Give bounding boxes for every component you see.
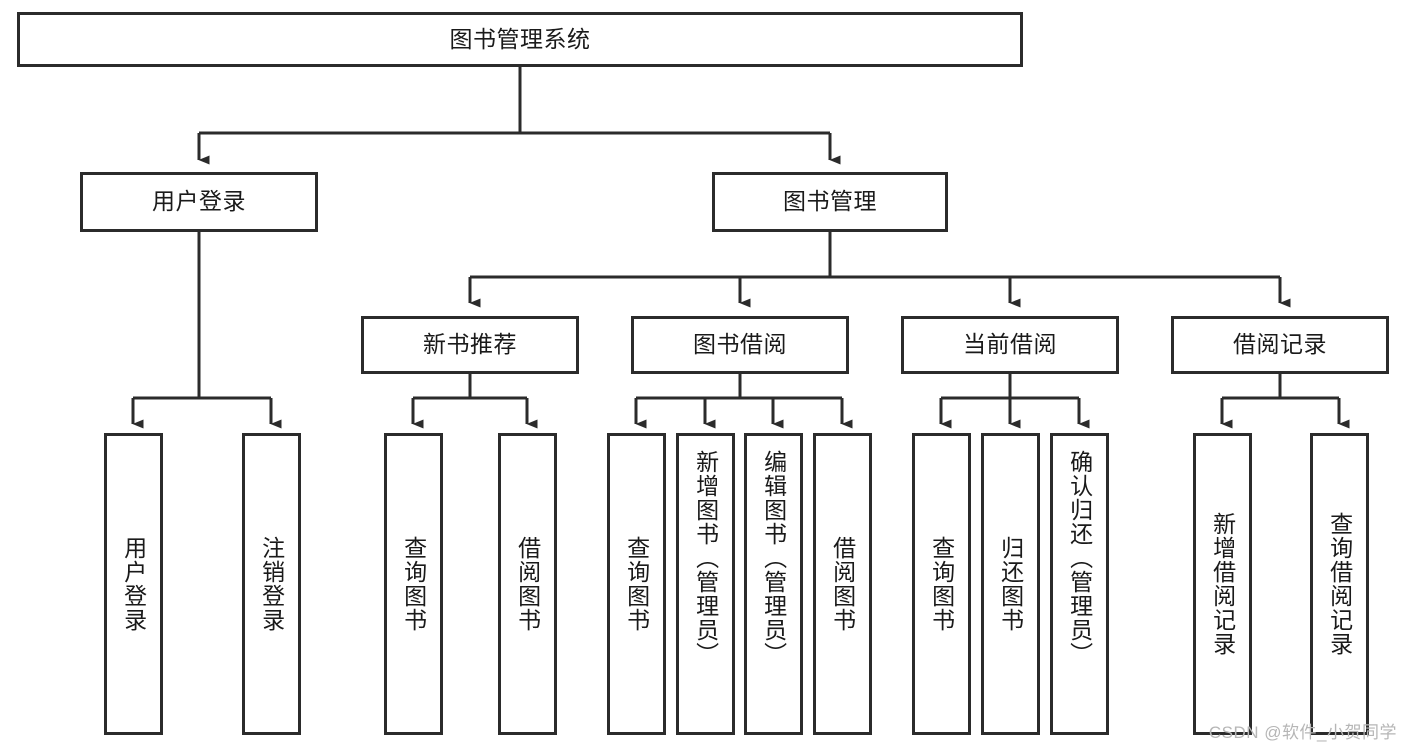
node-label: 新书推荐 [423,331,517,358]
node-label: 归还图书 [997,536,1024,632]
leaf-logout[interactable]: 注销登录 [242,433,301,735]
node-book-borrowing[interactable]: 图书借阅 [631,316,849,374]
leaf-query-book-current[interactable]: 查询图书 [912,433,971,735]
node-label: 图书管理系统 [449,25,591,52]
leaf-borrow-book-recommendation[interactable]: 借阅图书 [498,433,557,735]
leaf-confirm-return-admin[interactable]: 确认归还（管理员） [1050,433,1109,735]
node-label: 图书管理 [783,188,877,215]
node-label: 图书借阅 [693,331,787,358]
node-label: 查询图书 [400,536,427,632]
node-label: 借阅记录 [1233,331,1327,358]
node-label: 当前借阅 [963,331,1057,358]
node-label: 借阅图书 [829,536,856,632]
leaf-return-book[interactable]: 归还图书 [981,433,1040,735]
node-label: 编辑图书（管理员） [760,450,787,666]
node-label: 注销登录 [258,536,285,632]
node-borrow-records[interactable]: 借阅记录 [1171,316,1389,374]
node-new-book-recommendation[interactable]: 新书推荐 [361,316,579,374]
node-label: 用户登录 [152,188,246,215]
node-label: 确认归还（管理员） [1066,450,1093,666]
node-label: 新增借阅记录 [1209,512,1236,656]
leaf-query-book-borrowing[interactable]: 查询图书 [607,433,666,735]
node-current-borrowing[interactable]: 当前借阅 [901,316,1119,374]
node-root-book-management-system[interactable]: 图书管理系统 [17,12,1023,67]
leaf-query-borrow-record[interactable]: 查询借阅记录 [1310,433,1369,735]
leaf-user-login[interactable]: 用户登录 [104,433,163,735]
node-label: 用户登录 [120,536,147,632]
leaf-query-book-recommendation[interactable]: 查询图书 [384,433,443,735]
node-label: 新增图书（管理员） [692,450,719,666]
node-label: 查询图书 [623,536,650,632]
node-label: 查询图书 [928,536,955,632]
leaf-add-book-admin[interactable]: 新增图书（管理员） [676,433,735,735]
watermark: CSDN @软件_小贺同学 [1208,723,1397,742]
node-user-login[interactable]: 用户登录 [80,172,318,232]
leaf-edit-book-admin[interactable]: 编辑图书（管理员） [744,433,803,735]
leaf-borrow-book-borrowing[interactable]: 借阅图书 [813,433,872,735]
node-label: 查询借阅记录 [1326,512,1353,656]
node-book-management[interactable]: 图书管理 [712,172,948,232]
node-label: 借阅图书 [514,536,541,632]
leaf-add-borrow-record[interactable]: 新增借阅记录 [1193,433,1252,735]
